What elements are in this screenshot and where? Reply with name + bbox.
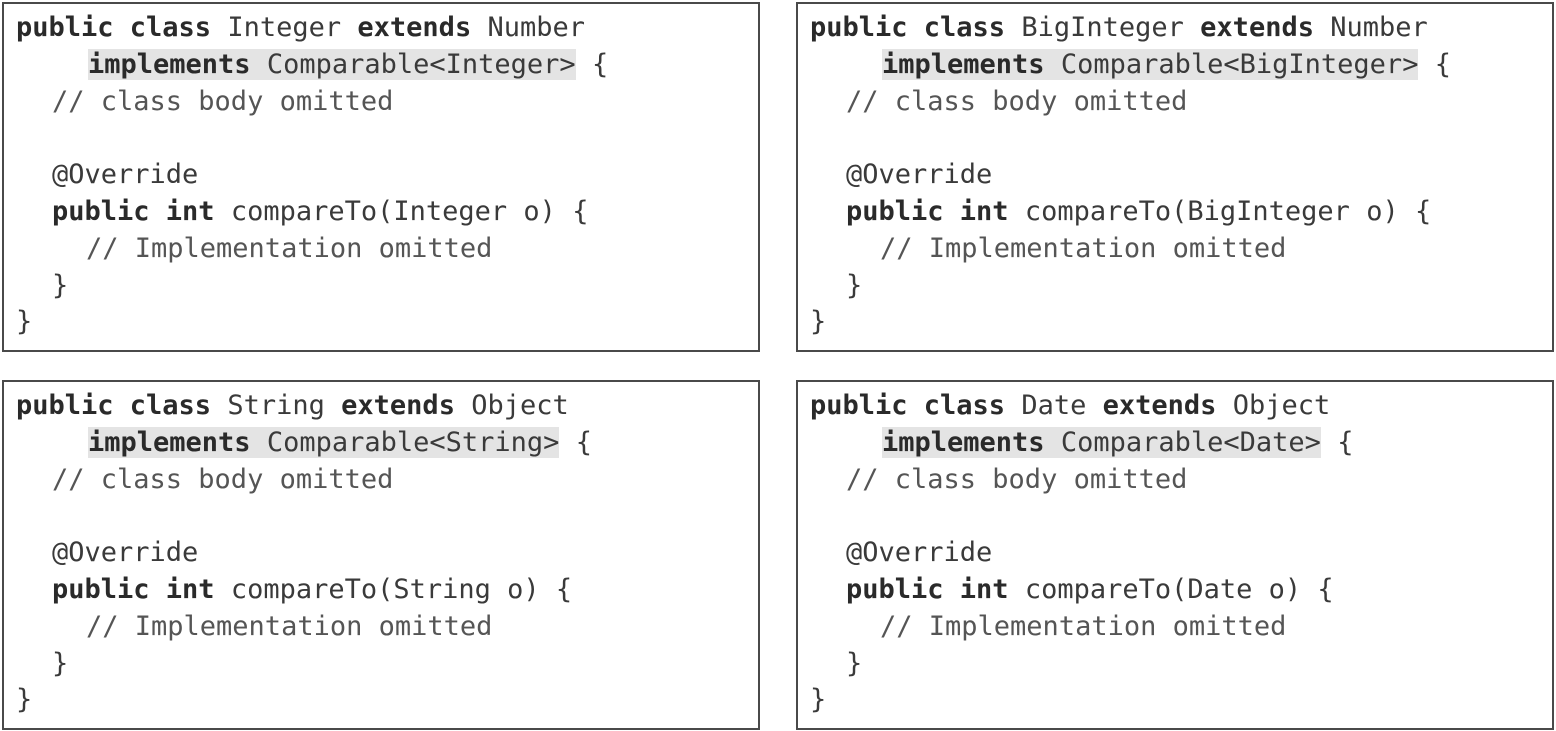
class-close-brace: } [810,306,827,338]
keyword: public int [846,573,1009,605]
class-declaration-line: public class Date extends Object [810,388,1540,425]
code-box-integer: public class Integer extends Number impl… [2,2,760,352]
keyword: public int [52,573,215,605]
method-declaration-line: public int compareTo(String o) { [16,572,746,609]
method-close-brace: } [846,647,863,679]
class-close-brace: } [810,684,827,716]
interface-name: Comparable<Integer> [266,48,576,80]
keyword: public class [16,12,212,43]
implements-line: implements Comparable<String> { [16,425,746,462]
class-body-comment: // class body omitted [846,85,1188,117]
class-name: Date [1021,390,1087,421]
implements-line: implements Comparable<BigInteger> { [810,47,1540,84]
keyword: extends [341,390,455,421]
method-declaration-line: public int compareTo(BigInteger o) { [810,194,1540,231]
superclass-name: Number [487,12,586,43]
code-box-biginteger: public class BigInteger extends Number i… [796,2,1554,352]
superclass-name: Object [1232,390,1331,421]
implementation-comment: // Implementation omitted [86,610,493,642]
implementation-comment: // Implementation omitted [86,232,493,264]
open-brace: { [575,426,592,458]
keyword: implements [882,48,1045,80]
keyword: public class [810,12,1006,43]
implements-highlight: implements Comparable<Date> [882,426,1321,458]
class-declaration-line: public class String extends Object [16,388,746,425]
open-brace: { [1337,426,1354,458]
class-name: BigInteger [1021,12,1184,43]
class-body-comment: // class body omitted [52,85,394,117]
blank-line [16,120,746,157]
class-close-brace: } [16,306,33,338]
keyword: implements [88,426,251,458]
open-brace: { [1434,48,1451,80]
keyword: implements [88,48,251,80]
class-body-comment: // class body omitted [52,463,394,495]
implements-highlight: implements Comparable<String> [88,426,560,458]
class-close-brace: } [16,684,33,716]
interface-name: Comparable<BigInteger> [1060,48,1419,80]
keyword: public class [16,390,212,421]
keyword: extends [1102,390,1217,421]
blank-line [16,498,746,535]
interface-name: Comparable<Date> [1060,426,1321,458]
blank-line [810,498,1540,535]
keyword: extends [357,12,472,43]
keyword: implements [882,426,1045,458]
class-name: Integer [227,12,342,43]
override-annotation: @Override [52,537,199,569]
class-name: String [227,390,325,421]
override-annotation: @Override [846,159,993,191]
implementation-comment: // Implementation omitted [880,232,1287,264]
superclass-name: Number [1330,12,1428,43]
interface-name: Comparable<String> [266,426,560,458]
method-signature: compareTo(BigInteger o) { [1024,195,1432,227]
class-declaration-line: public class BigInteger extends Number [810,10,1540,47]
implements-line: implements Comparable<Integer> { [16,47,746,84]
method-close-brace: } [846,269,863,301]
method-close-brace: } [52,647,69,679]
class-body-comment: // class body omitted [846,463,1188,495]
method-declaration-line: public int compareTo(Date o) { [810,572,1540,609]
keyword: public class [810,390,1006,421]
implements-line: implements Comparable<Date> { [810,425,1540,462]
implements-highlight: implements Comparable<BigInteger> [882,48,1419,80]
method-signature: compareTo(Integer o) { [230,195,589,227]
open-brace: { [591,48,609,80]
implementation-comment: // Implementation omitted [880,610,1287,642]
method-signature: compareTo(String o) { [230,573,573,605]
superclass-name: Object [471,390,569,421]
blank-line [810,120,1540,157]
keyword: extends [1200,12,1314,43]
method-declaration-line: public int compareTo(Integer o) { [16,194,746,231]
override-annotation: @Override [52,159,199,191]
keyword: public int [846,195,1009,227]
override-annotation: @Override [846,537,993,569]
implements-highlight: implements Comparable<Integer> [88,48,576,80]
keyword: public int [52,195,215,227]
method-signature: compareTo(Date o) { [1024,573,1334,605]
code-box-date: public class Date extends Object impleme… [796,380,1554,730]
method-close-brace: } [52,269,69,301]
code-box-string: public class String extends Object imple… [2,380,760,730]
class-declaration-line: public class Integer extends Number [16,10,746,47]
